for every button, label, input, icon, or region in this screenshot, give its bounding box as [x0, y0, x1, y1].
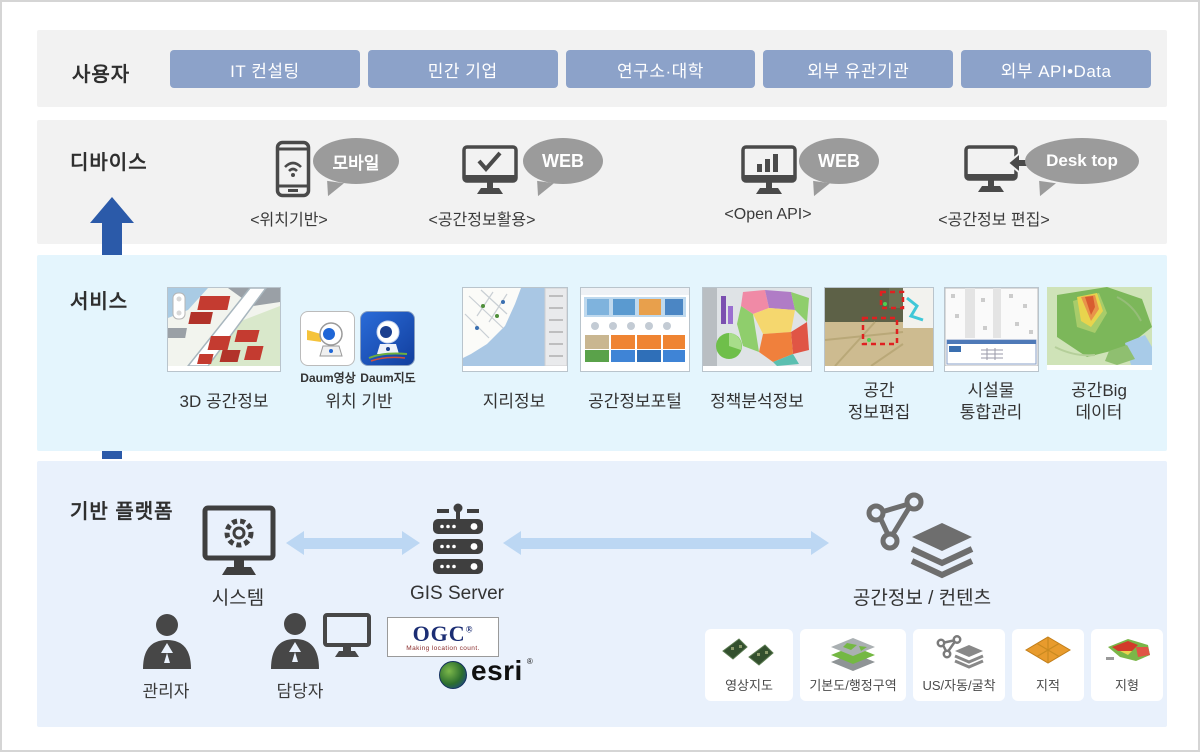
thumbnail-spatial-portal	[580, 287, 690, 372]
data-layer-tiles: 영상지도 기본도/행정구역	[705, 629, 1163, 701]
system-caption: 시스템	[211, 588, 265, 609]
esri-logo: esri ®	[439, 657, 533, 689]
manager-person-monitor-icon	[269, 611, 379, 678]
arrow-head	[90, 197, 134, 223]
device-caption-location-based: <위치기반>	[250, 212, 328, 229]
tile-label: 지형	[1115, 678, 1139, 693]
daum-video-label: Daum영상	[300, 371, 356, 385]
tile-label: US/자동/굴착	[922, 678, 996, 693]
service-caption-spatial-edit: 공간 정보편집	[847, 381, 911, 422]
esri-reg-mark: ®	[526, 657, 533, 666]
daum-video-icon	[300, 311, 355, 366]
daum-map-label: Daum지도	[360, 371, 416, 385]
system-monitor-gear-icon	[202, 505, 276, 582]
ogc-logo-text: OGC®	[412, 620, 474, 646]
devices-section: 디바이스 모바일 <위치기반> WEB	[37, 120, 1167, 244]
esri-logo-text: esri	[471, 655, 523, 686]
service-caption-location-based: 위치 기반	[325, 392, 393, 412]
device-bubble-web-2: WEB	[799, 138, 879, 184]
tile-imagery-map: 영상지도	[705, 629, 793, 701]
admin-caption: 관리자	[142, 682, 190, 701]
service-caption-bigdata: 공간Big 데이터	[1071, 381, 1127, 422]
up-arrow-devices	[90, 197, 134, 259]
service-caption-3d-spatial: 3D 공간정보	[179, 392, 269, 412]
spatial-content-layers-icon	[860, 491, 980, 588]
services-label: 서비스	[70, 291, 129, 313]
thumbnail-spatial-edit	[824, 287, 934, 372]
ogc-tagline: Making location count.	[406, 644, 480, 652]
device-bubble-desktop: Desk top	[1025, 138, 1139, 184]
network-layers-icon	[936, 635, 984, 669]
user-button-external-api-data: 외부 API•Data	[961, 50, 1151, 88]
device-bubble-mobile: 모바일	[313, 138, 399, 184]
cadastral-icon	[1025, 636, 1071, 664]
service-caption-portal: 공간정보포털	[588, 392, 682, 412]
thumbnail-facility-management	[944, 287, 1039, 372]
platform-section: 기반 플랫폼 시스템	[37, 461, 1167, 727]
ogc-logo: OGC® Making location count.	[387, 617, 499, 657]
monitor-chart-icon	[740, 144, 798, 203]
gis-server-icon	[429, 501, 487, 586]
services-section: 서비스	[37, 255, 1167, 451]
tile-us-auto-excavation: US/자동/굴착	[913, 629, 1005, 701]
tile-label: 기본도/행정구역	[809, 678, 897, 693]
gis-server-caption: GIS Server	[410, 583, 504, 604]
thumbnail-policy-analysis	[702, 287, 812, 372]
user-button-research-university: 연구소·대학	[565, 50, 756, 88]
thumbnail-spatial-bigdata	[1047, 287, 1152, 370]
service-caption-policy-analysis: 정책분석정보	[710, 392, 804, 412]
spatial-content-caption: 공간정보 / 컨텐츠	[852, 588, 992, 609]
thumbnail-geographic-info	[462, 287, 568, 372]
monitor-import-icon	[963, 144, 1033, 203]
tile-label: 영상지도	[725, 678, 773, 693]
double-arrow-server-content	[503, 531, 829, 555]
service-caption-geographic: 지리정보	[482, 392, 546, 412]
admin-person-icon	[140, 613, 194, 678]
device-caption-spatial-use: <공간정보활용>	[428, 212, 536, 229]
user-button-external-agency: 외부 유관기관	[763, 50, 954, 88]
terrain-icon	[1106, 639, 1150, 661]
devices-label: 디바이스	[70, 152, 148, 174]
thumbnail-3d-spatial	[159, 287, 281, 372]
device-caption-open-api: <Open API>	[724, 206, 812, 223]
device-bubble-web-1: WEB	[523, 138, 603, 184]
esri-globe-icon	[439, 661, 467, 689]
user-button-it-consulting: IT 컨설팅	[170, 50, 360, 88]
smartphone-icon	[275, 140, 311, 203]
manager-caption: 담당자	[276, 682, 324, 701]
monitor-check-icon	[461, 144, 519, 203]
basemap-layers-icon	[831, 638, 875, 671]
tile-cadastral: 지적	[1012, 629, 1084, 701]
users-section: 사용자 IT 컨설팅 민간 기업 연구소·대학 외부 유관기관 외부 API•D…	[37, 30, 1167, 107]
daum-map-icon	[360, 311, 415, 366]
imagery-map-icon	[722, 638, 774, 666]
tile-label: 지적	[1036, 678, 1060, 693]
tile-terrain: 지형	[1091, 629, 1163, 701]
tile-basemap-districts: 기본도/행정구역	[800, 629, 906, 701]
users-label: 사용자	[72, 64, 131, 86]
arrow-stem	[102, 223, 122, 259]
user-category-row: IT 컨설팅 민간 기업 연구소·대학 외부 유관기관 외부 API•Data	[170, 50, 1151, 88]
service-caption-facility: 시설물 통합관리	[959, 381, 1023, 422]
platform-label: 기반 플랫폼	[70, 501, 174, 523]
device-caption-spatial-edit: <공간정보 편집>	[938, 212, 1050, 229]
double-arrow-system-server	[286, 531, 420, 555]
user-button-private-company: 민간 기업	[367, 50, 558, 88]
